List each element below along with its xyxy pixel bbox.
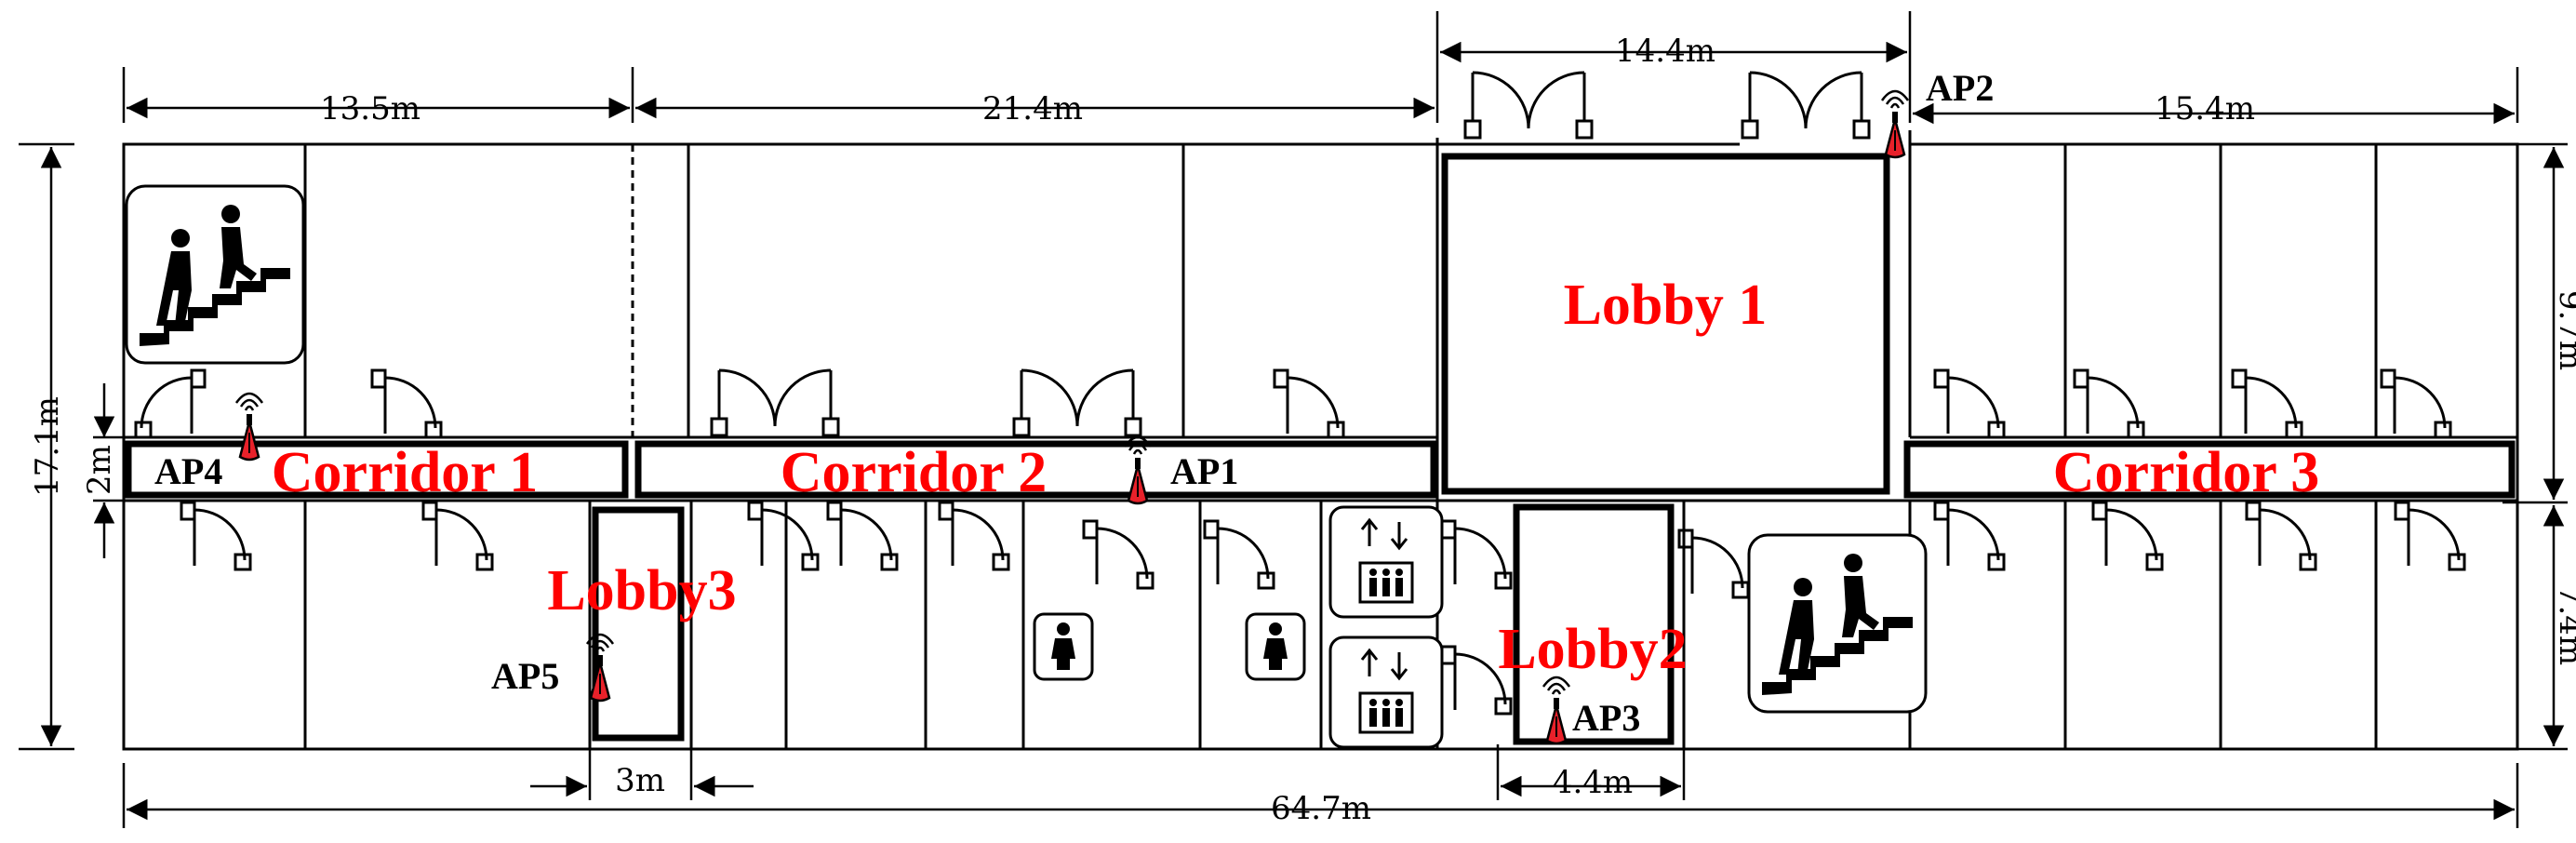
lobby3-outline — [592, 506, 685, 742]
ap3-label: AP3 — [1572, 697, 1640, 739]
door-icon — [1012, 368, 1142, 437]
access-point-labels: AP4 AP1 AP2 AP3 AP5 — [154, 67, 1994, 739]
area-labels: Lobby 1 Corridor 1 Corridor 2 Corridor 3… — [272, 274, 2319, 681]
dim-17-1m: 17.1m — [29, 396, 66, 497]
door-icon — [747, 501, 820, 571]
door-icon — [1741, 71, 1871, 140]
lobby1-outline — [1441, 153, 1890, 495]
dim-15-4m: 15.4m — [2155, 90, 2255, 127]
door-icon — [180, 501, 252, 571]
corridor3-outline — [1903, 440, 2516, 499]
toilet-icon — [1245, 612, 1306, 681]
door-icon — [370, 368, 443, 439]
door-icon — [826, 501, 899, 571]
elevator-icon — [1328, 636, 1444, 749]
door-icon — [1463, 71, 1594, 140]
corridor1-outline — [125, 440, 629, 499]
dim-9-7m: 9.7m — [2552, 290, 2576, 370]
stairs-icon — [1747, 533, 1928, 714]
door-icon — [2231, 368, 2303, 439]
door-icon — [1440, 519, 1513, 590]
dim-7-4m: 7.4m — [2552, 585, 2576, 665]
dim-2m: 2m — [81, 445, 118, 495]
door-icon — [2380, 368, 2452, 439]
dimension-lines — [19, 11, 2568, 828]
ap5-label: AP5 — [491, 655, 559, 697]
lobby1-label: Lobby 1 — [1564, 274, 1768, 337]
dim-14-4m: 14.4m — [1615, 33, 1715, 70]
dimension-labels: 13.5m 21.4m 14.4m 15.4m 17.1m 2m 9.7m 7.… — [29, 33, 2576, 827]
door-icon — [1273, 368, 1345, 439]
door-icon — [421, 501, 494, 571]
access-point-icon — [234, 392, 264, 462]
door-icon — [1082, 519, 1155, 590]
door-icon — [134, 368, 207, 439]
door-icon — [2073, 368, 2145, 439]
door-icon — [2091, 501, 2164, 571]
building-walls — [122, 130, 2519, 751]
door-icon — [1933, 368, 2006, 439]
lobby2-label: Lobby2 — [1498, 618, 1687, 681]
door-icon — [710, 368, 840, 437]
corridor2-outline — [634, 440, 1437, 499]
corridor1-label: Corridor 1 — [272, 441, 538, 504]
access-point-icon — [1880, 89, 1910, 159]
lobby2-outline — [1513, 503, 1675, 745]
access-point-icon — [1542, 676, 1571, 745]
highlighted-areas — [125, 153, 2516, 745]
door-icon — [2245, 501, 2317, 571]
dim-13-5m: 13.5m — [320, 90, 420, 127]
corridor2-label: Corridor 2 — [781, 441, 1047, 504]
door-icon — [1677, 529, 1750, 599]
door-icon — [1203, 519, 1275, 590]
toilet-icon — [1033, 612, 1094, 681]
dim-21-4m: 21.4m — [982, 90, 1083, 127]
dim-4-4m: 4.4m — [1553, 764, 1633, 801]
ap2-label: AP2 — [1926, 67, 1994, 109]
door-icon — [2394, 501, 2466, 571]
door-icon — [1933, 501, 2006, 571]
stairs-icon — [125, 184, 305, 365]
elevator-icon — [1328, 505, 1444, 619]
door-icon — [938, 501, 1010, 571]
dim-64-7m: 64.7m — [1271, 790, 1371, 827]
ap1-label: AP1 — [1170, 450, 1238, 492]
dim-3m: 3m — [615, 762, 665, 799]
corridor3-label: Corridor 3 — [2053, 441, 2319, 504]
lobby3-label: Lobby3 — [547, 559, 736, 622]
ap4-label: AP4 — [154, 450, 222, 492]
